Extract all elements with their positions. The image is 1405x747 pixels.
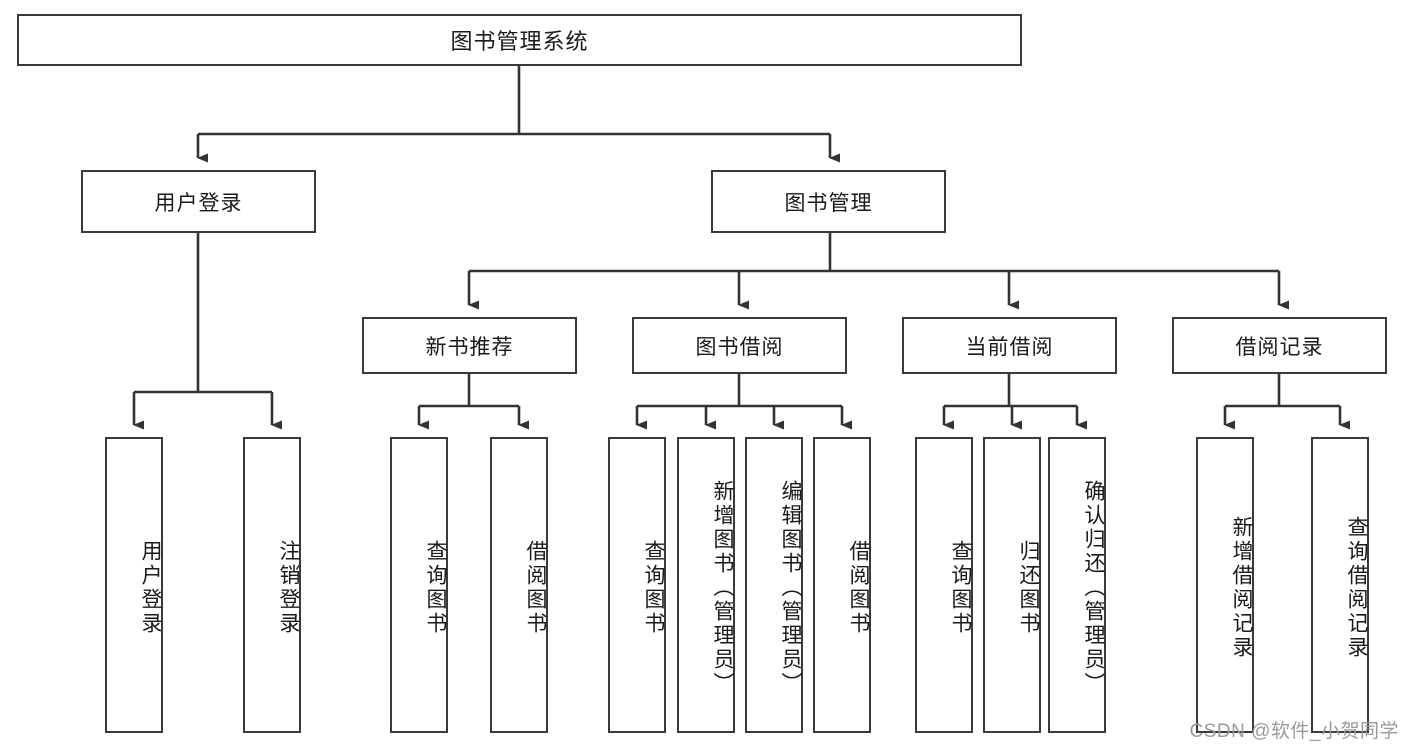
node-borrow-record-label: 借阅记录: [1235, 335, 1324, 359]
node-leaf-bookborrow-edit[interactable]: 编辑图书（管理员）: [745, 437, 803, 733]
node-leaf-currentborrow-query-label: 查询图书: [949, 540, 972, 636]
node-leaf-borrowrecord-query[interactable]: 查询借阅记录: [1311, 437, 1369, 733]
node-new-book-recommend-label: 新书推荐: [425, 335, 514, 359]
node-leaf-newbook-borrow-label: 借阅图书: [524, 540, 547, 636]
node-leaf-currentborrow-confirm-label: 确认归还（管理员）: [1082, 480, 1105, 696]
node-leaf-bookborrow-borrow-label: 借阅图书: [847, 540, 870, 636]
node-leaf-currentborrow-query[interactable]: 查询图书: [915, 437, 973, 733]
node-book-management[interactable]: 图书管理: [711, 170, 946, 233]
node-leaf-borrowrecord-add-label: 新增借阅记录: [1230, 516, 1253, 660]
node-leaf-newbook-query[interactable]: 查询图书: [390, 437, 448, 733]
node-user-login[interactable]: 用户登录: [81, 170, 316, 233]
node-current-borrow-label: 当前借阅: [965, 335, 1054, 359]
node-leaf-user-login-signout[interactable]: 注销登录: [243, 437, 301, 733]
node-leaf-bookborrow-query-label: 查询图书: [642, 540, 665, 636]
node-leaf-currentborrow-return[interactable]: 归还图书: [983, 437, 1041, 733]
node-leaf-bookborrow-add[interactable]: 新增图书（管理员）: [677, 437, 735, 733]
node-book-borrow-label: 图书借阅: [695, 335, 784, 359]
node-root-system-label: 图书管理系统: [450, 29, 589, 54]
node-leaf-user-login-signin[interactable]: 用户登录: [105, 437, 163, 733]
node-root-system[interactable]: 图书管理系统: [17, 14, 1022, 66]
node-leaf-borrowrecord-query-label: 查询借阅记录: [1345, 516, 1368, 660]
node-leaf-borrowrecord-add[interactable]: 新增借阅记录: [1196, 437, 1254, 733]
node-current-borrow[interactable]: 当前借阅: [902, 317, 1117, 374]
node-leaf-user-login-signin-label: 用户登录: [139, 540, 162, 636]
node-leaf-user-login-signout-label: 注销登录: [277, 540, 300, 636]
node-book-borrow[interactable]: 图书借阅: [632, 317, 847, 374]
node-leaf-currentborrow-confirm[interactable]: 确认归还（管理员）: [1048, 437, 1106, 733]
node-borrow-record[interactable]: 借阅记录: [1172, 317, 1387, 374]
node-leaf-newbook-query-label: 查询图书: [424, 540, 447, 636]
node-leaf-bookborrow-add-label: 新增图书（管理员）: [711, 480, 734, 696]
node-leaf-currentborrow-return-label: 归还图书: [1017, 540, 1040, 636]
node-leaf-newbook-borrow[interactable]: 借阅图书: [490, 437, 548, 733]
node-user-login-label: 用户登录: [154, 191, 243, 215]
node-leaf-bookborrow-borrow[interactable]: 借阅图书: [813, 437, 871, 733]
node-leaf-bookborrow-edit-label: 编辑图书（管理员）: [779, 480, 802, 696]
node-book-management-label: 图书管理: [784, 191, 873, 215]
node-new-book-recommend[interactable]: 新书推荐: [362, 317, 577, 374]
node-leaf-bookborrow-query[interactable]: 查询图书: [608, 437, 666, 733]
